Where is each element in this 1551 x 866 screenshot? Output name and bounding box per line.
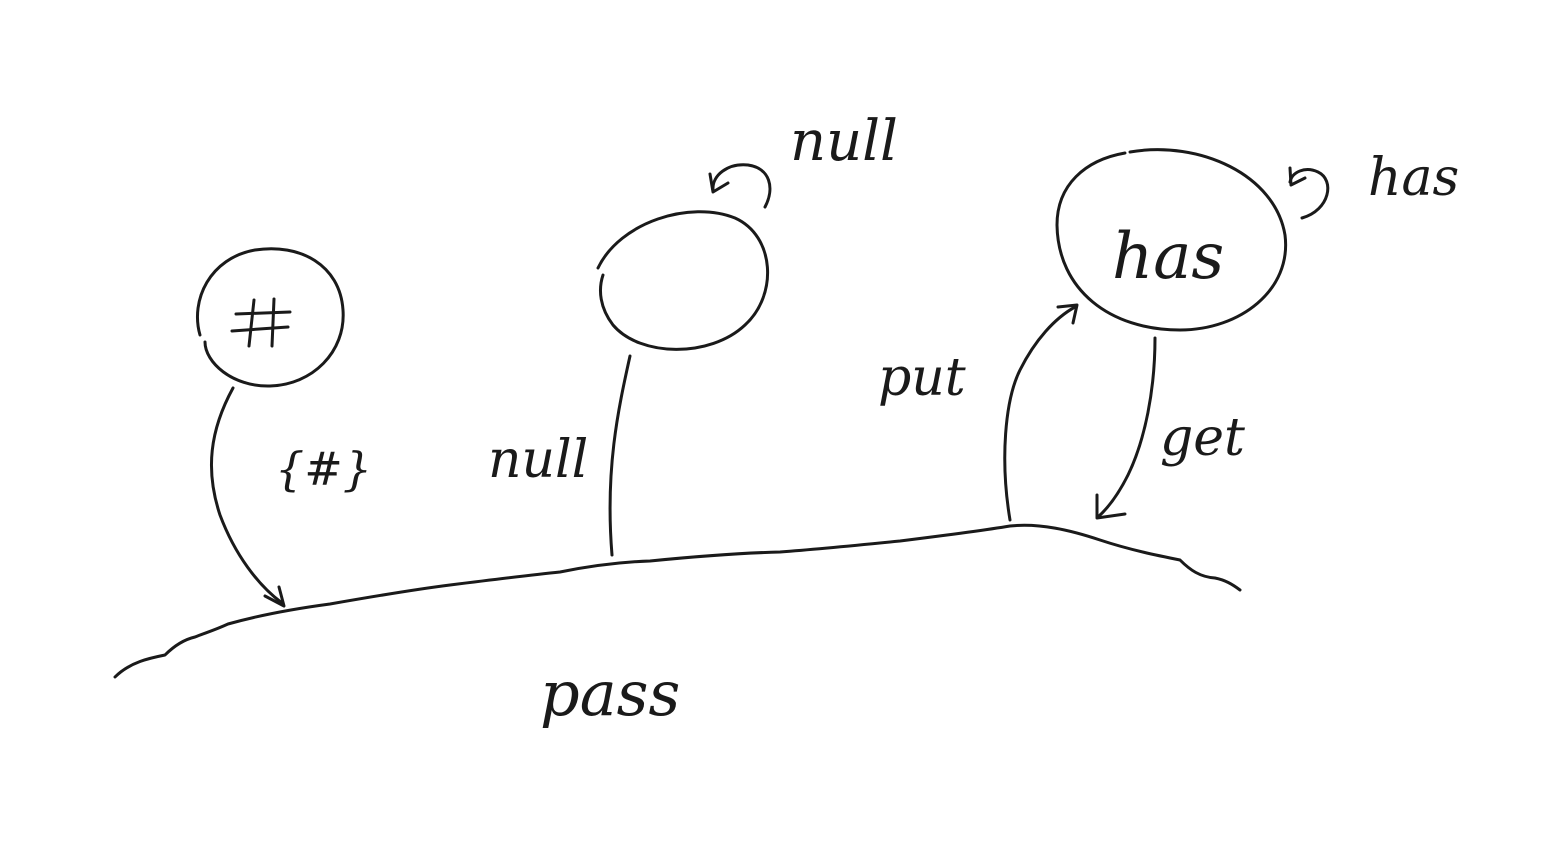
null-self-loop [711,163,772,209]
null-self-loop-label: null [790,109,898,174]
put-edge-label: put [878,348,966,408]
hash-edge-label: {#} [275,442,372,496]
put-edge-line [1003,305,1077,522]
hash-edge-arrowhead [263,585,286,608]
ground-line [113,523,1242,679]
hash-edge-line [210,386,284,605]
has-node-circle [1055,148,1288,332]
hash-node-circle [195,247,345,388]
has-self-loop-label: has [1368,148,1459,208]
null-edge-line [608,354,632,557]
has-node-label: has [1112,220,1224,294]
get-edge-arrowhead [1095,493,1127,520]
put-edge-arrowhead [1056,303,1079,325]
get-edge-label: get [1160,408,1245,468]
ground-label: pass [540,657,680,730]
hash-node-label-glyph [230,297,292,348]
null-node-circle [596,210,770,351]
has-self-loop-arrowhead [1288,166,1307,187]
has-self-loop [1288,168,1330,220]
null-edge-label: null [488,430,588,490]
get-edge-line [1096,336,1157,519]
null-self-loop-arrowhead [708,172,730,194]
